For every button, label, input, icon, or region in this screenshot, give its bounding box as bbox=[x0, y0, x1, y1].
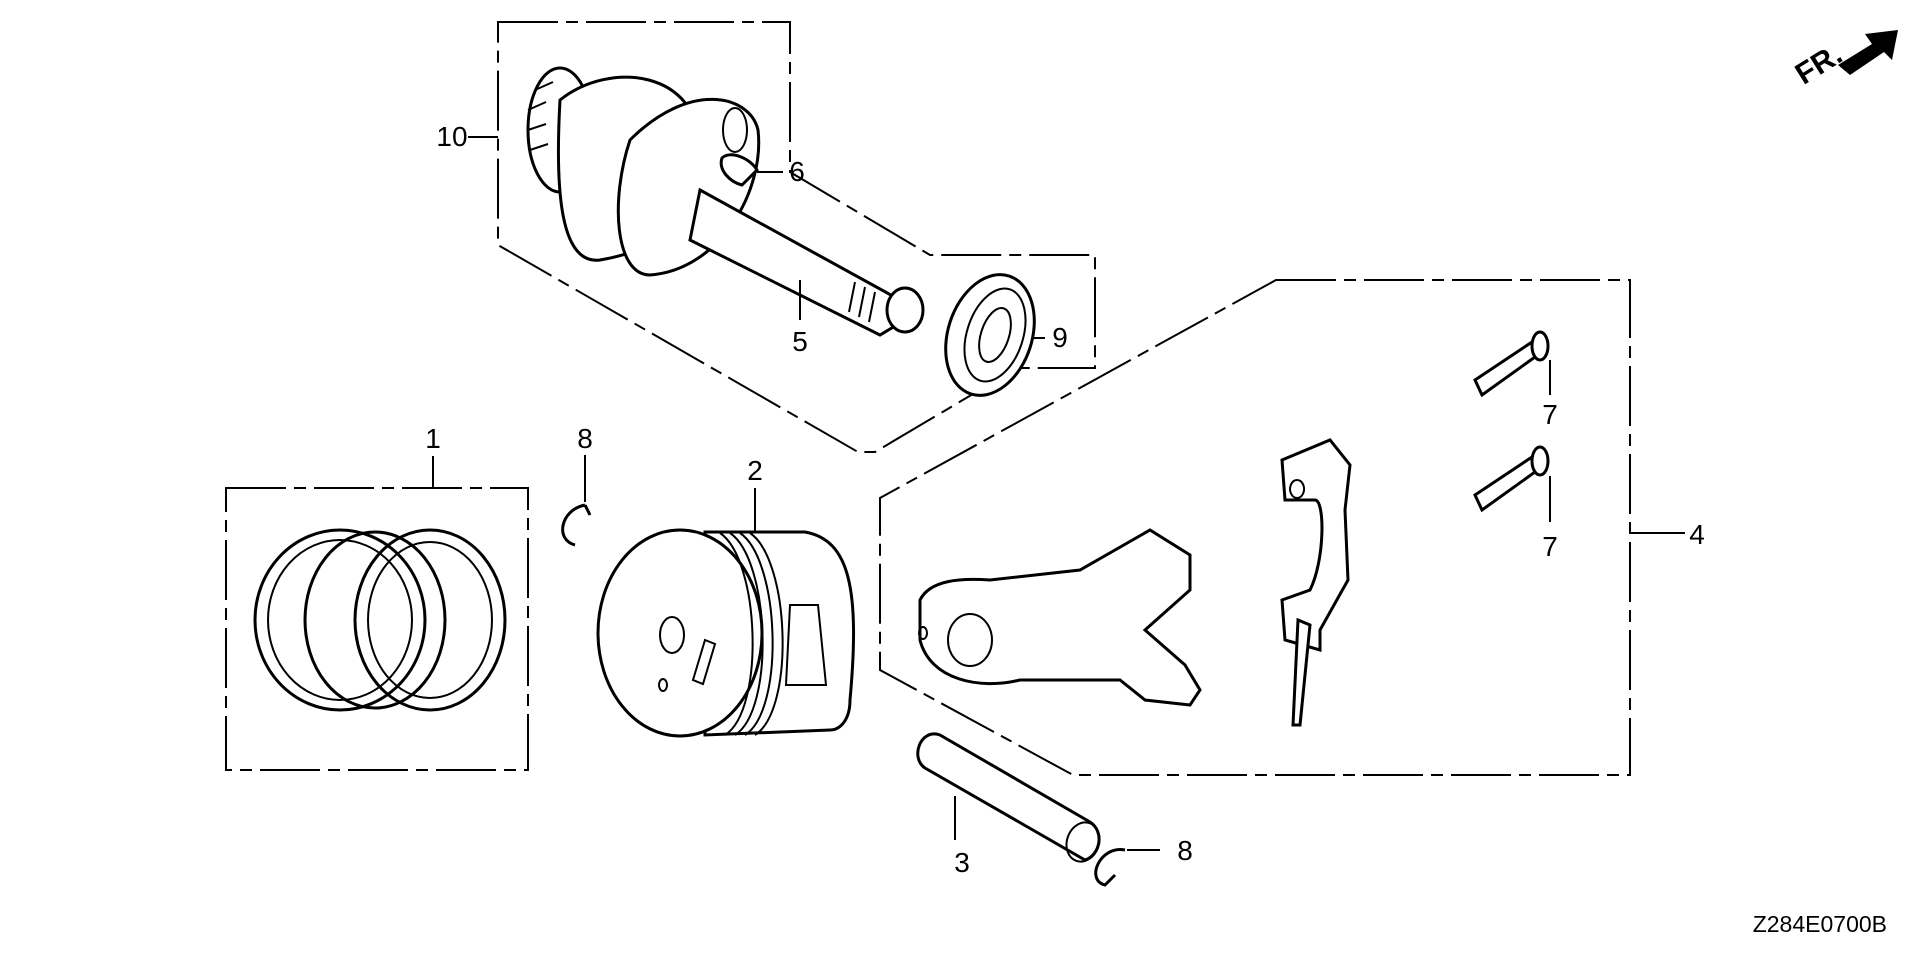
connecting-rod-drawing bbox=[918, 528, 1202, 707]
crankshaft-assembly-boundary bbox=[497, 21, 1096, 453]
diagram-code: Z284E0700B bbox=[1752, 911, 1887, 937]
callout-10: 10 bbox=[436, 121, 468, 152]
callout-2: 2 bbox=[747, 455, 763, 486]
connecting-rod-cap-drawing bbox=[1280, 438, 1352, 727]
connecting-rod-bolt-drawing-2 bbox=[1473, 445, 1550, 513]
piston-pin-drawing bbox=[916, 732, 1101, 863]
callout-3: 3 bbox=[954, 847, 970, 878]
piston-pin-clip-drawing bbox=[561, 503, 592, 547]
crankshaft-drawing bbox=[526, 66, 925, 337]
ball-bearing-drawing bbox=[944, 273, 1036, 397]
callout-1: 1 bbox=[425, 423, 441, 454]
callout-7-lower: 7 bbox=[1542, 531, 1558, 562]
leader-lines bbox=[432, 136, 1685, 851]
callout-8-lower: 8 bbox=[1177, 835, 1193, 866]
woodruff-key-drawing bbox=[719, 153, 759, 187]
callout-5: 5 bbox=[792, 326, 808, 357]
piston-ring-set-boundary bbox=[225, 487, 529, 771]
callout-7-upper: 7 bbox=[1542, 399, 1558, 430]
callout-6: 6 bbox=[789, 156, 805, 187]
connecting-rod-assembly-boundary bbox=[879, 279, 1631, 776]
callout-9: 9 bbox=[1052, 322, 1068, 353]
piston-ring-set-drawing bbox=[253, 528, 507, 712]
piston-pin-clip-drawing-lower bbox=[1094, 848, 1126, 887]
callout-4: 4 bbox=[1689, 519, 1705, 550]
front-arrow-icon bbox=[1838, 30, 1898, 75]
callout-8-upper: 8 bbox=[577, 423, 593, 454]
piston-drawing bbox=[596, 528, 855, 738]
connecting-rod-bolt-drawing-1 bbox=[1473, 330, 1550, 398]
